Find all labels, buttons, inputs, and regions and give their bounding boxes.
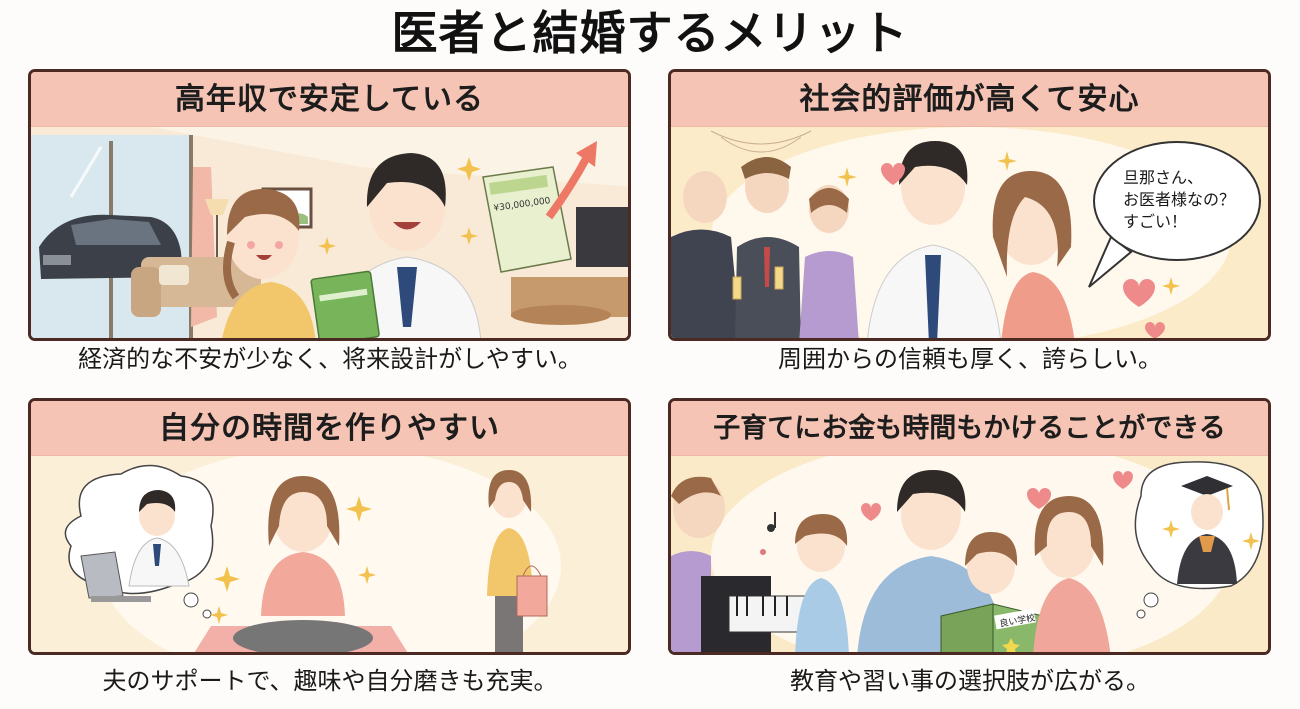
speech-bubble: 旦那さん、 お医者様なの？ すごい！ <box>1093 141 1261 261</box>
panel-caption: 周囲からの信頼も厚く、誇らしい。 <box>778 345 1162 373</box>
doctor-figure <box>867 141 1001 338</box>
shopping-bag-icon <box>516 565 548 617</box>
guest-man-2 <box>735 157 801 338</box>
party-scene: 旦那さん、 お医者様なの？ すごい！ <box>671 127 1268 338</box>
piano-icon <box>701 576 808 652</box>
panel-caption: 夫のサポートで、趣味や自分磨きも充実。 <box>102 667 558 695</box>
panel-header: 自分の時間を作りやすい <box>31 401 628 456</box>
panel-header: 社会的評価が高くて安心 <box>671 72 1268 127</box>
relaxation-scene <box>31 456 628 652</box>
sparkle-icon <box>837 151 1180 295</box>
graduate-figure <box>1177 494 1237 584</box>
chandelier-icon <box>710 130 812 153</box>
panel-header: 子育てにお金も時間もかけることができる <box>671 401 1268 456</box>
panel-own-time: 自分の時間を作りやすい <box>28 398 631 655</box>
sparkle-icon <box>1162 520 1260 550</box>
sparkle-icon <box>210 496 376 624</box>
panel-caption: 経済的な不安が少なく、将来設計がしやすい。 <box>78 345 582 373</box>
girl-piano-figure <box>795 514 849 652</box>
woman-figure <box>992 171 1075 338</box>
panel-social-status: 社会的評価が高くて安心 旦那さん、 お医者様なの？ すごい！ <box>668 69 1271 341</box>
page-title: 医者と結婚するメリット <box>391 6 909 60</box>
table-icon <box>511 277 628 325</box>
panel-high-income: 高年収で安定している <box>28 69 631 341</box>
bankbook-icon <box>310 270 380 338</box>
panel-caption: 教育や習い事の選択肢が広がる。 <box>790 667 1150 695</box>
panel-child-rearing: 子育てにお金も時間もかけることができる 良い学校 <box>668 398 1271 655</box>
tv-icon <box>576 207 628 267</box>
woman-figure <box>233 476 373 652</box>
doctor-figure <box>128 490 190 587</box>
guest-man-1 <box>671 171 741 338</box>
woman-figure <box>222 188 316 338</box>
living-room-scene: ¥30,000,000 <box>31 127 628 338</box>
sparkle-icon <box>318 157 481 255</box>
mother-figure <box>1033 496 1111 652</box>
guest-woman <box>799 185 859 338</box>
music-note-icon <box>760 512 776 555</box>
daughter-figure <box>965 532 1018 594</box>
book-icon: 良い学校 <box>940 603 1044 652</box>
heart-icon <box>861 471 1133 521</box>
up-arrow-icon <box>545 141 597 220</box>
laptop-icon <box>80 551 151 602</box>
panel-header: 高年収で安定している <box>31 72 628 127</box>
family-scene: 良い学校 <box>671 456 1268 652</box>
champagne-icon <box>732 266 784 300</box>
floating-bankbook-icon: ¥30,000,000 <box>482 166 572 273</box>
graduation-cap-icon <box>1181 476 1233 511</box>
heart-icon <box>881 163 1165 338</box>
